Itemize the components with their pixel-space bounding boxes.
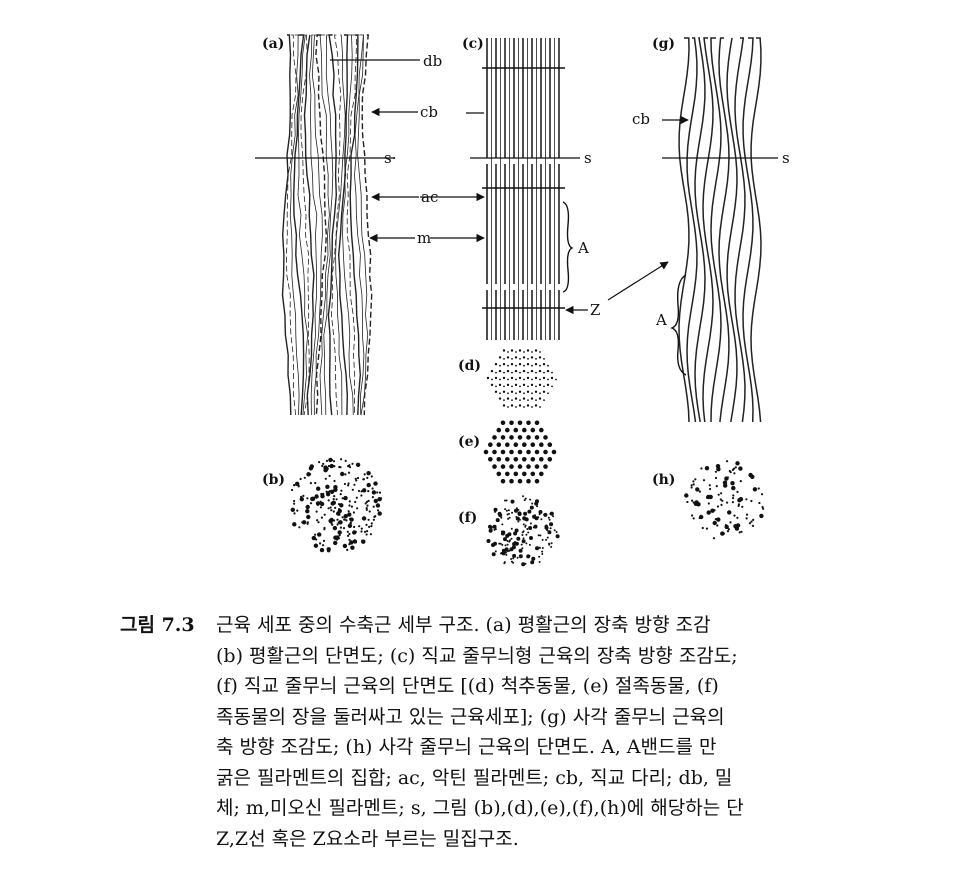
label-s-a: s· <box>384 149 396 167</box>
caption-line-5: 축 방향 조감도; (h) 사각 줄무늬 근육의 단면도. A, A밴드를 만 <box>216 736 717 758</box>
label-s-c: s <box>584 149 592 167</box>
panel-c-cross-striated-longitudinal <box>470 38 580 340</box>
caption-line-4: 족동물의 장을 둘러싸고 있는 근육세포]; (g) 사각 줄무늬 근육의 <box>216 705 725 728</box>
panel-label-e: (e) <box>458 434 480 450</box>
panel-g-oblique-striated-longitudinal <box>662 37 778 423</box>
label-ac: ac <box>421 188 438 206</box>
label-m: m <box>417 229 431 247</box>
panel-label-a: (a) <box>262 36 284 52</box>
panel-b-smooth-muscle-cross-section <box>290 457 383 553</box>
callout-arrows <box>330 59 689 315</box>
figure-7-3: (a) (b) (c) (d) (e) (f) (g) (h) db cb s·… <box>255 34 790 567</box>
panel-e-arthropod-cross-section <box>483 420 557 484</box>
label-cb-g: cb <box>632 110 650 128</box>
label-db: db <box>423 52 442 70</box>
label-Z: Z <box>590 301 600 319</box>
label-A-g: A <box>655 311 667 329</box>
caption-line-3: (f) 직교 줄무늬 근육의 단면도 [(d) 척추동물, (e) 절족동물, … <box>216 675 719 697</box>
caption-line-6: 굵은 필라멘트의 집합; ac, 악틴 필라멘트; cb, 직교 다리; db,… <box>216 766 733 789</box>
figure-number: 그림 7.3 <box>120 614 195 636</box>
caption-line-8: Z,Z선 혹은 Z요소라 부르는 밀집구조. <box>216 827 519 850</box>
panel-label-c: (c) <box>462 36 484 52</box>
caption-line-2: (b) 평활근의 단면도; (c) 직교 줄무늬형 근육의 장축 방향 조감도; <box>216 644 738 667</box>
panel-label-g: (g) <box>652 36 675 52</box>
panel-label-f: (f) <box>458 510 477 526</box>
panel-label-d: (d) <box>458 358 481 374</box>
panel-label-h: (h) <box>652 472 675 488</box>
label-A-c: A <box>577 239 589 257</box>
caption-line-7: 체; m,미오신 필라멘트; s, 그림 (b),(d),(e),(f),(h)… <box>216 797 744 819</box>
panel-d-vertebrate-cross-section <box>486 349 557 408</box>
panel-h-oblique-striated-cross-section <box>684 460 765 540</box>
label-s-g: s <box>782 149 790 167</box>
label-cb-a: cb <box>420 103 438 121</box>
panel-a-smooth-muscle-longitudinal <box>255 34 395 416</box>
panel-label-b: (b) <box>262 472 285 488</box>
panel-f-cross-section <box>486 495 560 567</box>
